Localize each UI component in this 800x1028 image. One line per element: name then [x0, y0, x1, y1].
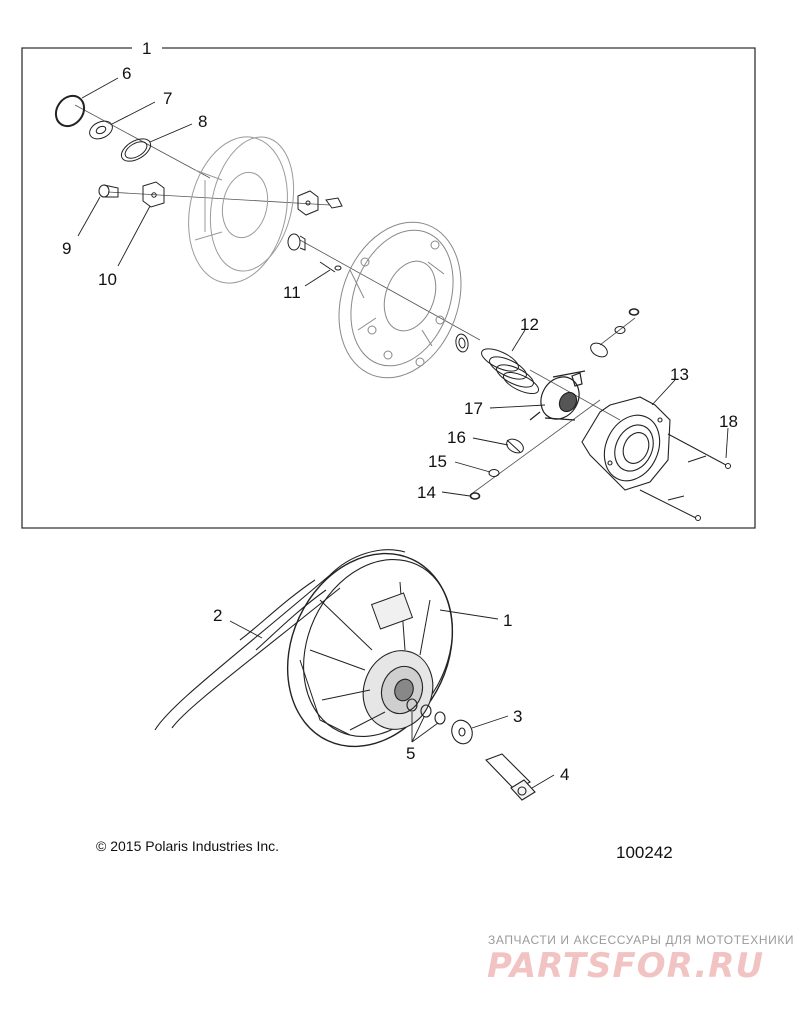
- callout-9: 9: [62, 239, 71, 258]
- assembled-clutch: [154, 549, 555, 801]
- callout-17: 17: [464, 399, 483, 418]
- callout-3: 3: [513, 707, 522, 726]
- cover-part-13: [581, 396, 671, 491]
- callout-12: 12: [520, 315, 539, 334]
- exploded-assembly: [54, 77, 731, 521]
- drawing-number: 100242: [616, 843, 673, 862]
- spring-part-12: [481, 348, 540, 395]
- callout-1-top: 1: [142, 39, 151, 58]
- callout-18: 18: [719, 412, 738, 431]
- callout-labels: 1 6 7 8 9 10 11 12 13 17 18 16 15 14 2 1…: [62, 39, 738, 784]
- watermark-logo: PARTSFOR.RU: [487, 946, 765, 986]
- spacer-part-11: [287, 233, 342, 273]
- washer-part-3: [451, 719, 473, 745]
- sheave-spokes: [299, 581, 431, 736]
- callout-10: 10: [98, 270, 117, 289]
- spacer-washer: [455, 333, 469, 353]
- bolt-part-4: [485, 753, 536, 801]
- callout-11: 11: [283, 283, 301, 302]
- pin-part-9: [98, 184, 119, 198]
- washer-part-7: [89, 120, 113, 140]
- washers-part-5: [406, 698, 446, 725]
- upper-clip: [614, 308, 640, 334]
- washer-part-15: [488, 469, 500, 477]
- copyright-notice: © 2015 Polaris Industries Inc.: [96, 838, 280, 854]
- callout-8: 8: [198, 112, 207, 131]
- callout-2: 2: [213, 606, 222, 625]
- clip-part-14: [469, 492, 481, 500]
- upper-leader-lines: [77, 77, 729, 497]
- watermark-tagline: ЗАПЧАСТИ И АКСЕССУАРЫ ДЛЯ МОТОТЕХНИКИ: [488, 933, 795, 947]
- moveable-sheave: [188, 136, 295, 284]
- roller-block-part-10: [142, 181, 165, 208]
- drive-belt-part-2: [154, 549, 406, 731]
- spider-plate: [338, 221, 462, 379]
- callout-7: 7: [163, 89, 172, 108]
- screw-part-18: [639, 433, 731, 521]
- callout-13: 13: [670, 365, 689, 384]
- roller-block-right: [297, 190, 343, 216]
- callout-14: 14: [417, 483, 436, 502]
- snap-ring-part-6: [54, 94, 86, 128]
- callout-15: 15: [428, 452, 447, 471]
- lower-leader-lines: [229, 609, 555, 789]
- seal-part-8: [120, 138, 152, 162]
- callout-5: 5: [406, 744, 415, 763]
- callout-16: 16: [447, 428, 466, 447]
- callout-6: 6: [122, 64, 131, 83]
- callout-1-lower: 1: [503, 611, 512, 630]
- bushing-part-16: [506, 342, 608, 454]
- exploded-view-frame: [21, 47, 756, 529]
- assembly-axis-lines: [74, 104, 636, 496]
- callout-4: 4: [560, 765, 569, 784]
- damper-part-17: [529, 370, 586, 421]
